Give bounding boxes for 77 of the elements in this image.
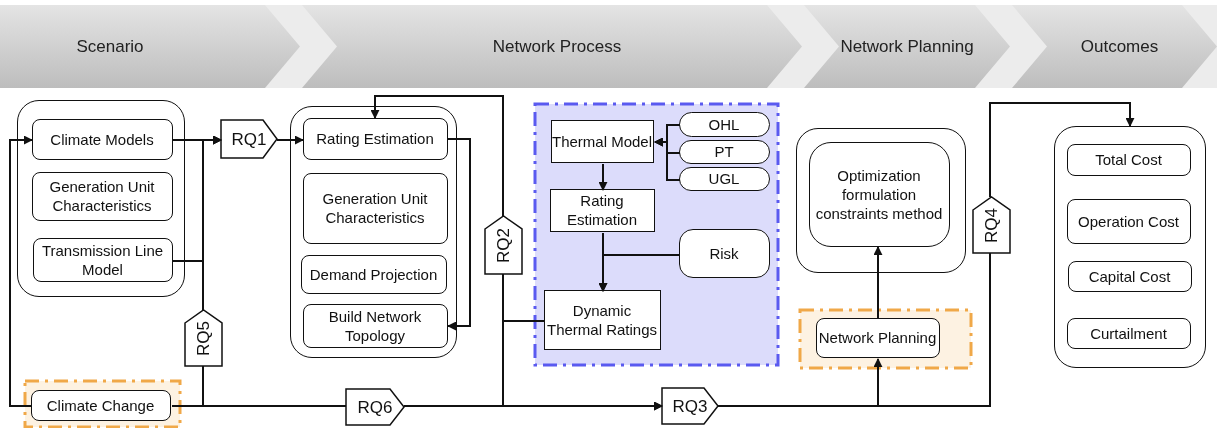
process-box <box>808 141 950 247</box>
node-label: RQ1 <box>231 129 267 149</box>
process-box <box>31 118 173 160</box>
highlight-region <box>25 381 180 427</box>
node-label: Rating Estimation <box>316 129 434 148</box>
process-box <box>300 254 447 294</box>
node-label: UGL <box>708 169 740 188</box>
node-label: Climate Change <box>46 395 155 415</box>
process-box <box>1066 317 1191 349</box>
group-container <box>1054 126 1206 368</box>
node-label: Demand Projection <box>309 264 438 284</box>
stage-banner <box>0 5 300 88</box>
connector-arrow <box>9 135 33 407</box>
connector-arrow <box>598 254 681 292</box>
group-container <box>290 106 457 358</box>
connector-arrow <box>447 138 471 331</box>
process-box <box>32 237 173 282</box>
process-box <box>815 317 940 358</box>
stage-banner <box>804 5 1010 88</box>
node-label: Total Cost <box>1095 150 1162 169</box>
stage-banner <box>302 5 802 88</box>
process-box <box>549 188 655 232</box>
process-box <box>302 172 448 244</box>
node-label: RQ6 <box>357 397 393 417</box>
node-label: Capital Cost <box>1088 266 1171 286</box>
node-label: Network Process <box>491 36 623 57</box>
node-label: Thermal Model <box>551 131 652 151</box>
research-question-tag <box>662 388 718 424</box>
node-label: Dynamic Thermal Ratings <box>545 300 658 339</box>
connector-arrow <box>598 163 608 191</box>
node-label: Transmission Line Model <box>40 240 165 279</box>
node-label: Generation Unit Characteristics <box>321 189 429 227</box>
node-label: RQ2 <box>494 227 513 263</box>
research-question-tag <box>185 310 222 366</box>
terminal-box <box>678 228 770 278</box>
node-label: Optimization formulation constraints method <box>814 165 944 223</box>
research-question-tag <box>346 389 404 425</box>
node-label: OHL <box>708 114 740 134</box>
group-container <box>17 100 185 297</box>
node-label: Climate Models <box>50 129 154 149</box>
connector-arrow <box>276 135 304 145</box>
connector-arrow <box>989 102 1135 198</box>
connector-arrow <box>202 135 222 311</box>
connector-arrow <box>502 273 663 411</box>
process-box <box>1066 143 1191 176</box>
group-container <box>796 128 966 273</box>
node-label: RQ5 <box>194 320 213 356</box>
node-label: Network Planning <box>839 36 975 57</box>
process-box <box>1067 260 1192 292</box>
node-label: Scenario <box>76 36 145 57</box>
highlight-region <box>535 104 778 365</box>
process-box <box>1066 198 1191 244</box>
node-label: RQ4 <box>982 207 1001 243</box>
process-box <box>302 117 448 160</box>
process-box <box>543 289 661 350</box>
connector-arrow <box>654 137 681 181</box>
node-label: Outcomes <box>1079 36 1159 57</box>
research-question-tag <box>973 197 1010 253</box>
node-label: Rating Estimation <box>566 191 638 229</box>
research-question-tag <box>221 120 277 158</box>
node-label: Operation Cost <box>1078 211 1179 231</box>
node-label: Build Network Topology <box>327 306 423 345</box>
research-question-tag <box>485 216 522 274</box>
node-label: Curtailment <box>1090 323 1167 343</box>
highlight-region <box>800 310 971 368</box>
node-label: PT <box>714 142 734 161</box>
connector-arrow <box>873 246 883 320</box>
stage-banner <box>1012 5 1217 88</box>
process-box <box>302 303 448 348</box>
process-box <box>550 119 654 163</box>
node-label: Network Planning <box>818 328 937 347</box>
process-box <box>31 171 173 221</box>
connector-arrow <box>370 95 504 217</box>
node-label: Generation Unit Characteristics <box>48 177 156 215</box>
node-label: Risk <box>709 243 739 263</box>
process-box <box>30 389 171 421</box>
node-label: RQ3 <box>672 396 708 416</box>
